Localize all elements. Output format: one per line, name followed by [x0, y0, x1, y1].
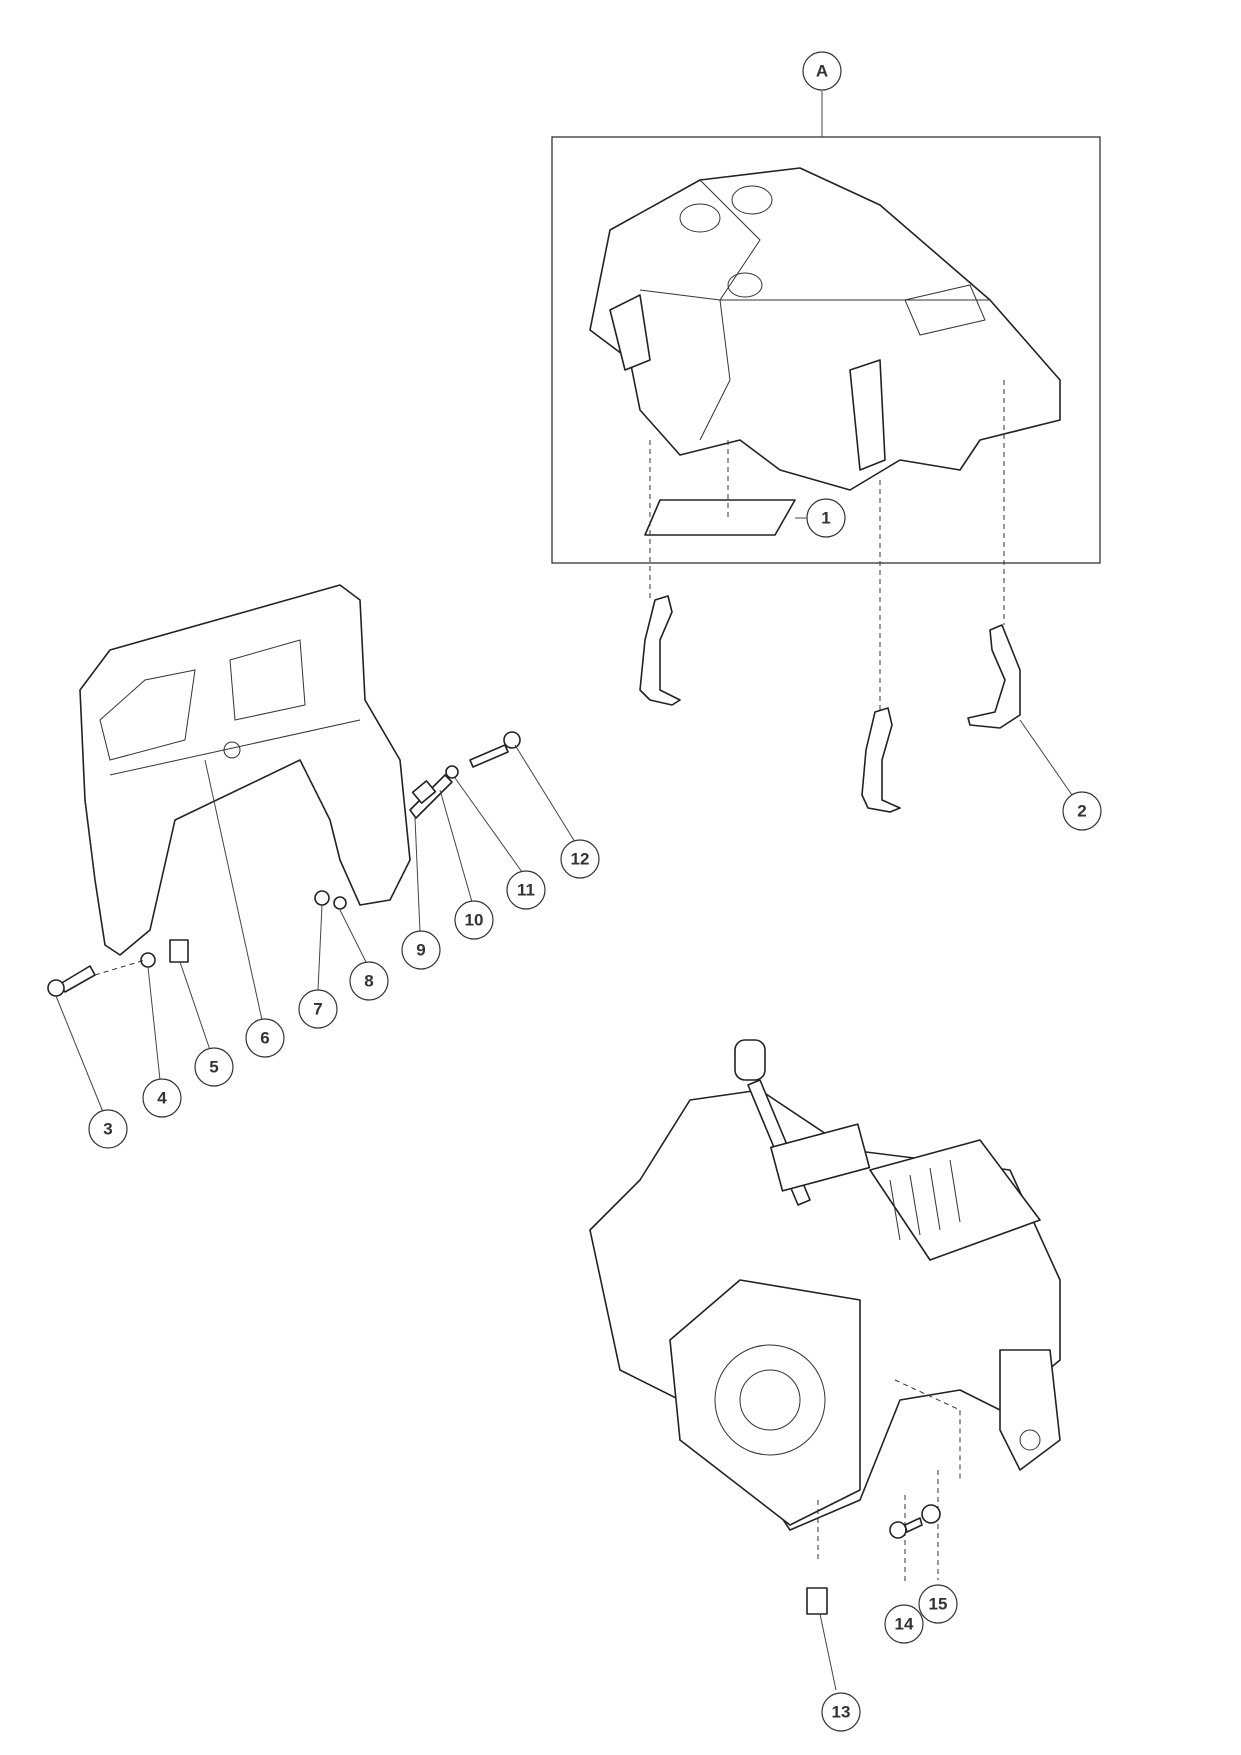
engine-crankcase-part: [589, 1039, 1061, 1531]
callout-13: 13: [821, 1692, 861, 1732]
clip-part: [639, 595, 1021, 813]
callout-5: 5: [194, 1047, 234, 1087]
callout-3: 3: [88, 1109, 128, 1149]
callout-6: 6: [245, 1018, 285, 1058]
svg-text:10: 10: [465, 911, 484, 930]
svg-text:12: 12: [571, 850, 590, 869]
svg-text:13: 13: [832, 1703, 851, 1722]
callout-8: 8: [349, 961, 389, 1001]
callout-9: 9: [401, 930, 441, 970]
engine-fastener-parts: [806, 1504, 941, 1615]
svg-text:7: 7: [313, 1000, 322, 1019]
svg-text:A: A: [816, 62, 828, 81]
assembly-a-frame: [551, 136, 1101, 564]
svg-text:15: 15: [929, 1595, 948, 1614]
callout-1: 1: [806, 498, 846, 538]
decal-part: [644, 499, 796, 536]
svg-text:4: 4: [157, 1089, 167, 1108]
callout-4: 4: [142, 1078, 182, 1118]
svg-text:14: 14: [895, 1615, 914, 1634]
svg-text:8: 8: [364, 972, 373, 991]
handle-part: [79, 584, 411, 956]
leader-lines: [55, 744, 576, 1113]
callout-10: 10: [454, 900, 494, 940]
svg-text:2: 2: [1077, 802, 1086, 821]
svg-text:5: 5: [209, 1058, 218, 1077]
callout-12: 12: [560, 839, 600, 879]
svg-text:3: 3: [103, 1120, 112, 1139]
callout-7: 7: [298, 989, 338, 1029]
callout-15: 15: [918, 1584, 958, 1624]
svg-text:9: 9: [416, 941, 425, 960]
svg-text:6: 6: [260, 1029, 269, 1048]
assembly-label-a: A: [802, 51, 842, 91]
top-cover-part: [589, 167, 1061, 491]
svg-text:11: 11: [517, 881, 535, 900]
fastener-parts: [47, 731, 521, 997]
callout-11: 11: [506, 870, 546, 910]
callout-2: 2: [1062, 791, 1102, 831]
svg-text:1: 1: [821, 509, 830, 528]
callout-14: 14: [884, 1604, 924, 1644]
